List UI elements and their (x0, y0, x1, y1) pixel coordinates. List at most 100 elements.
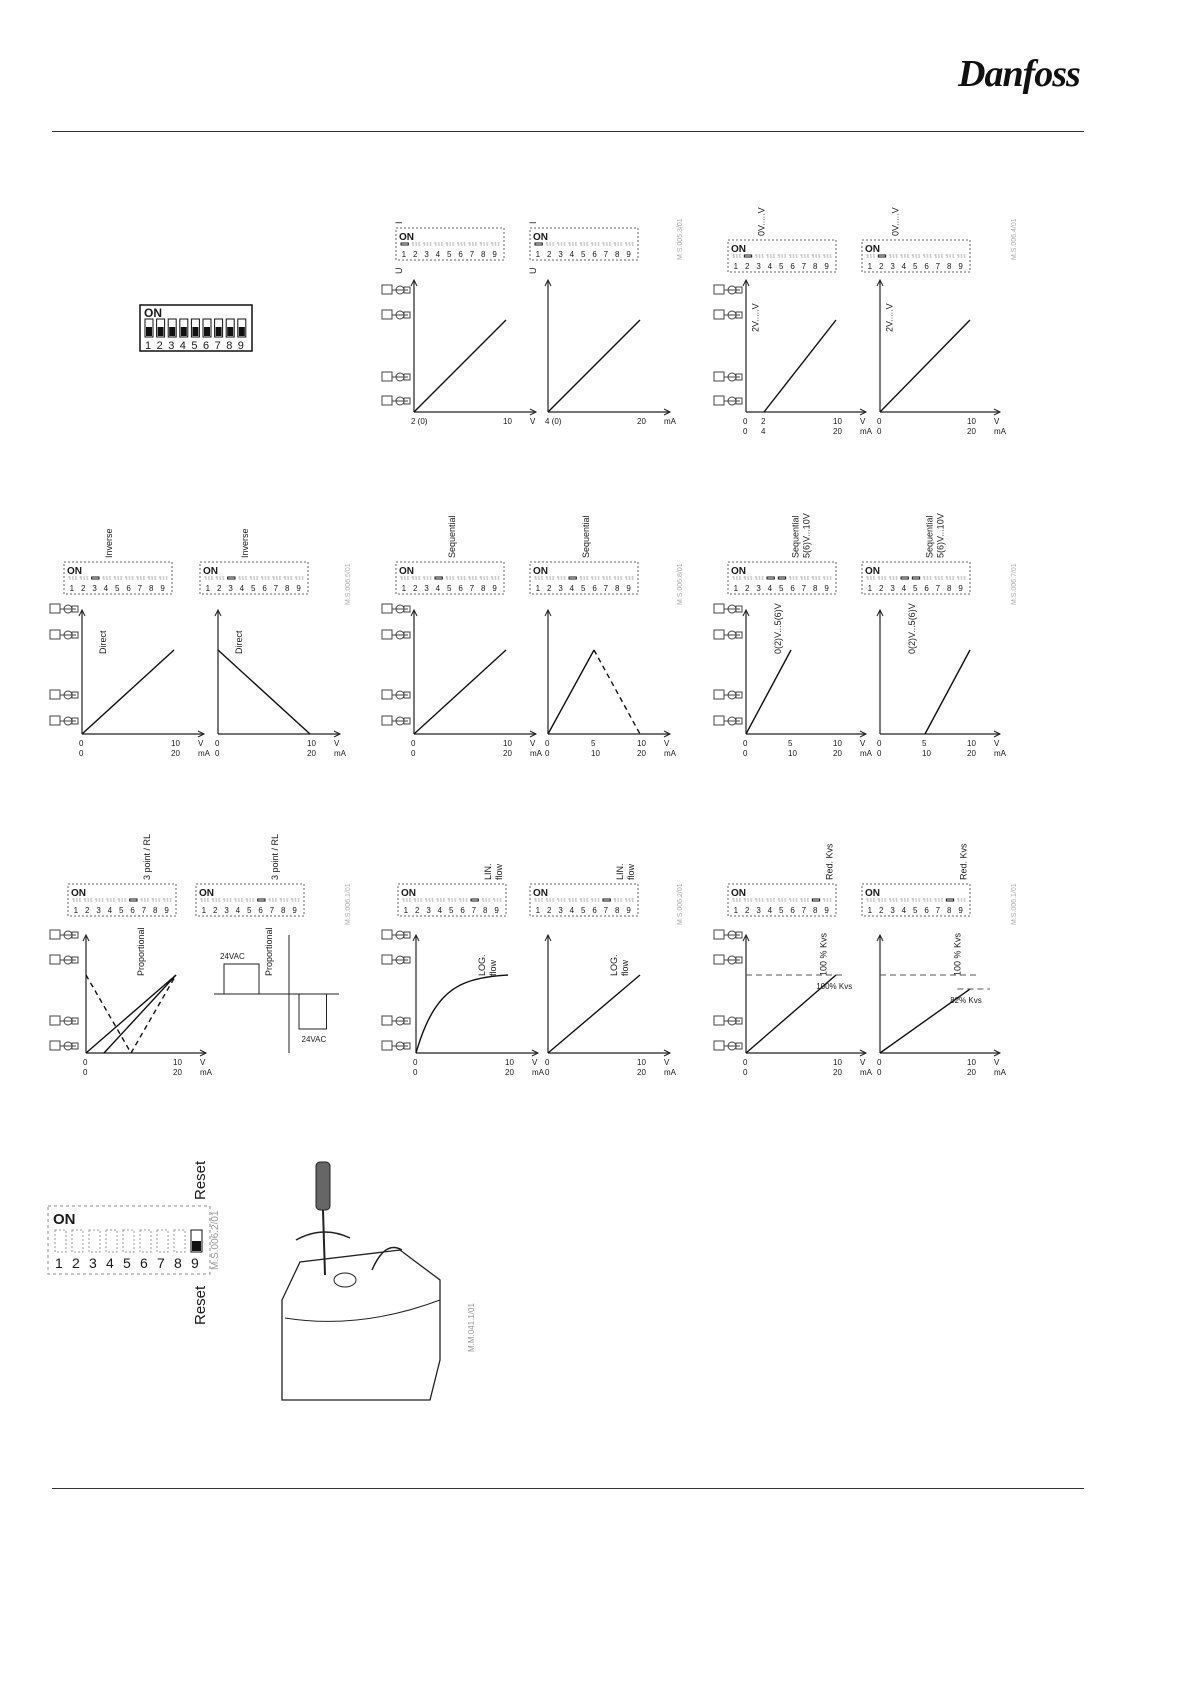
valve-icon (49, 689, 61, 700)
dip-slot (625, 576, 634, 580)
dip-slot (71, 1229, 84, 1253)
axis-unit: mA (664, 417, 677, 426)
kvs-note: 100% Kvs (816, 982, 852, 991)
dip-slot (163, 898, 172, 902)
dip-slot (923, 898, 932, 902)
y-arrow (78, 608, 86, 617)
dip-slot (468, 242, 477, 246)
tick-label: 0 (877, 749, 882, 758)
series-line (130, 974, 177, 1054)
dip-number: 7 (472, 906, 477, 915)
switch-bottom-label: 0(2)V...5(6)V (907, 603, 917, 654)
tick-label: 20 (505, 1068, 514, 1077)
switch-top-label-2: flow (626, 863, 636, 880)
dip-slot (72, 898, 81, 902)
dip-frame (529, 883, 639, 917)
dip-slot (800, 576, 809, 580)
valve-icon (381, 715, 393, 726)
valve-icon (49, 629, 61, 640)
dip-slot (911, 898, 921, 902)
dip-slot (800, 898, 809, 902)
dip-slot (425, 898, 434, 902)
valve-icon (49, 929, 61, 940)
dip-slot (866, 898, 875, 902)
dip-slot (789, 254, 798, 258)
valve-icon (713, 1040, 725, 1051)
dip-slot (400, 576, 409, 580)
dip-knob (227, 327, 234, 336)
valve-icon (381, 954, 393, 965)
dip-number: 1 (145, 340, 151, 352)
dip-number: 1 (206, 584, 211, 593)
dip-number: 6 (126, 584, 131, 593)
axis-unit: mA (860, 749, 873, 758)
dip-number: 3 (756, 906, 761, 915)
dip-number: 7 (802, 584, 807, 593)
axis-unit: mA (664, 749, 677, 758)
dip-number: 9 (191, 1255, 199, 1271)
dip-number: 6 (203, 340, 209, 352)
dip-number: 5 (123, 1255, 131, 1271)
tick-label: 0 (877, 1068, 882, 1077)
dip-number: 9 (626, 584, 631, 593)
dip-slot (557, 898, 566, 902)
dip-slot (493, 898, 502, 902)
dip-frame (67, 883, 177, 917)
dip-number: 5 (251, 584, 256, 593)
dip-number: 8 (481, 250, 486, 259)
tick-label: 0 (413, 1068, 418, 1077)
dip-number: 8 (285, 584, 290, 593)
series-line (547, 649, 595, 735)
dip-slot (200, 898, 209, 902)
valve-icon (49, 715, 61, 726)
dip-slot (889, 898, 898, 902)
dip-number: 7 (470, 584, 475, 593)
axis-unit: V (530, 417, 536, 426)
switch-top-label: 0V.....V (891, 207, 901, 236)
tick-label: 10 (967, 739, 976, 748)
dip-number: 3 (224, 906, 229, 915)
dip-number: 7 (270, 906, 275, 915)
dip-number: 4 (180, 340, 186, 352)
dip-slot (54, 1229, 67, 1253)
dip-number: 4 (438, 906, 443, 915)
footer-rule (52, 1488, 1084, 1489)
series-line (547, 319, 641, 413)
dip-slot (481, 898, 491, 902)
tick-label: 20 (171, 749, 180, 758)
switch-bottom-label: Direct (234, 630, 244, 654)
switch-u-label: U (394, 268, 404, 275)
dip-number: 6 (790, 906, 795, 915)
axis-unit: mA (860, 427, 873, 436)
dip-number: 2 (547, 906, 552, 915)
tick-label: 0 (877, 427, 882, 436)
tick-label: 20 (307, 749, 316, 758)
series-line (763, 319, 837, 413)
valve-icon (381, 309, 393, 320)
dip-number: 8 (947, 584, 952, 593)
tick-label: 0 (743, 417, 748, 426)
tick-label: 20 (637, 417, 646, 426)
tick-label: 2 (0) (411, 417, 428, 426)
figure-code: M.S.006.5/01 (345, 563, 352, 605)
dip-slot (766, 898, 775, 902)
dip-number: 2 (415, 906, 420, 915)
axis-unit: mA (532, 1068, 545, 1077)
dip-on-label: ON (401, 888, 416, 899)
axis-unit: V (860, 1058, 866, 1067)
dip-on-label: ON (731, 566, 746, 577)
dip-slot (125, 576, 134, 580)
dip-number: 2 (745, 906, 750, 915)
dip-slot (579, 242, 589, 246)
tick-label: 0 (83, 1068, 88, 1077)
dip-slot (877, 576, 887, 580)
dip-slot (743, 898, 753, 902)
dip-number: 7 (936, 584, 941, 593)
dip-on-label: ON (144, 306, 162, 320)
dip-frame (529, 561, 639, 595)
dip-number: 9 (958, 906, 963, 915)
